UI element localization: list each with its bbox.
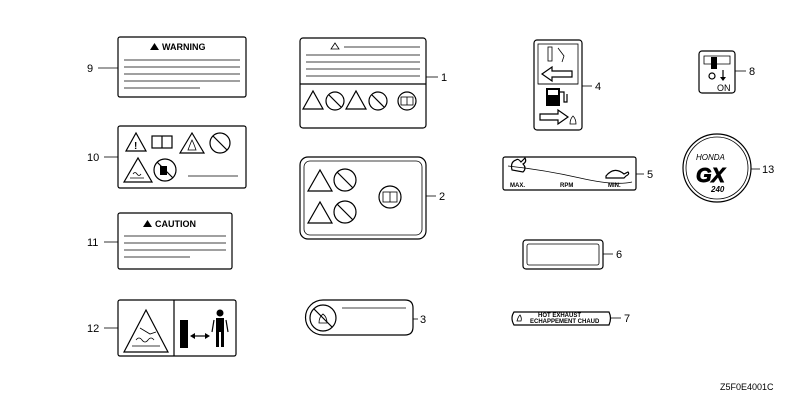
arrow-down-icon [720,70,726,81]
no-flame-icon [209,132,231,154]
warning-heading: WARNING [162,42,206,52]
turtle-icon [605,169,630,179]
honda-logo-text: HONDA [696,153,725,162]
callout-9: 9 [87,63,93,75]
rpm-label: RPM [560,183,573,189]
rpm-max-label: MAX. [510,183,525,189]
callout-7: 7 [624,313,630,325]
prohibition-icon [333,168,357,192]
part-10-pictogram-label[interactable]: ! [117,125,247,189]
manual-book-icon [151,135,173,149]
prohibition-icon [333,200,357,224]
part-9-warning-label[interactable]: WARNING [117,36,247,98]
gx-logo-text: GX [696,165,727,187]
warning-triangle-icon [301,89,325,110]
prohibition-icon [368,91,388,111]
part-11-caution-label[interactable]: CAUTION [117,212,233,270]
callout-12: 12 [87,323,99,335]
callout-4: 4 [595,81,601,93]
switch-key-icon [708,57,717,80]
callout-1: 1 [441,72,447,84]
part-5-throttle-label[interactable]: MAX. RPM MIN. [502,156,637,191]
warning-triangle-icon [344,89,368,110]
distance-arrow-icon [190,333,210,339]
callout-11: 11 [87,237,98,249]
part-13-gx240-emblem[interactable]: HONDA GX 240 [682,133,752,203]
diagram-code: Z5F0E4001C [720,382,774,392]
no-refuel-icon [153,158,177,182]
warning-triangle-icon [306,168,334,192]
part-2-pictogram-label[interactable] [299,156,427,240]
no-flame-icon [309,304,337,332]
choke-lever-icon [547,46,565,63]
part-4-fuel-choke-label[interactable] [533,39,583,131]
manual-book-icon [397,91,417,111]
warning-triangle-icon [150,43,159,50]
arrow-left-icon [540,65,573,83]
warning-triangle-icon [124,131,148,152]
part-6-blank-label[interactable] [522,239,604,270]
prohibition-icon [325,91,345,111]
model-number-text: 240 [710,185,725,194]
part-8-switch-label[interactable]: ON [698,50,736,94]
callout-8: 8 [749,66,755,78]
rabbit-icon [510,156,527,173]
part-12-safety-label[interactable] [117,299,237,357]
on-text: ON [717,83,731,93]
callout-5: 5 [647,169,653,181]
hot-exhaust-text: HOT EXHAUST [538,313,581,319]
arrow-right-icon [539,108,570,126]
engine-block-icon [180,320,188,348]
callout-10: 10 [87,152,99,164]
warning-triangle-icon [306,200,334,224]
callout-6: 6 [616,249,622,261]
rpm-min-label: MIN. [608,183,621,189]
caution-triangle-icon [143,220,152,227]
part-1-combined-label[interactable] [299,37,427,129]
caution-heading: CAUTION [155,219,196,229]
hot-surface-icon [123,308,169,353]
fuel-pump-icon [546,88,568,106]
svg-text:!: ! [134,141,137,152]
callout-13: 13 [762,164,774,176]
warning-triangle-icon [330,42,340,50]
part-7-exhaust-label[interactable]: HOT EXHAUST ECHAPPEMENT CHAUD [511,311,612,326]
callout-2: 2 [439,191,445,203]
callout-3: 3 [420,314,426,326]
person-icon [211,309,229,347]
echappement-chaud-text: ECHAPPEMENT CHAUD [530,319,600,325]
fire-hazard-icon [178,131,206,154]
manual-book-icon [378,185,402,209]
part-3-round-label[interactable] [304,299,414,336]
hot-surface-icon [122,156,154,183]
